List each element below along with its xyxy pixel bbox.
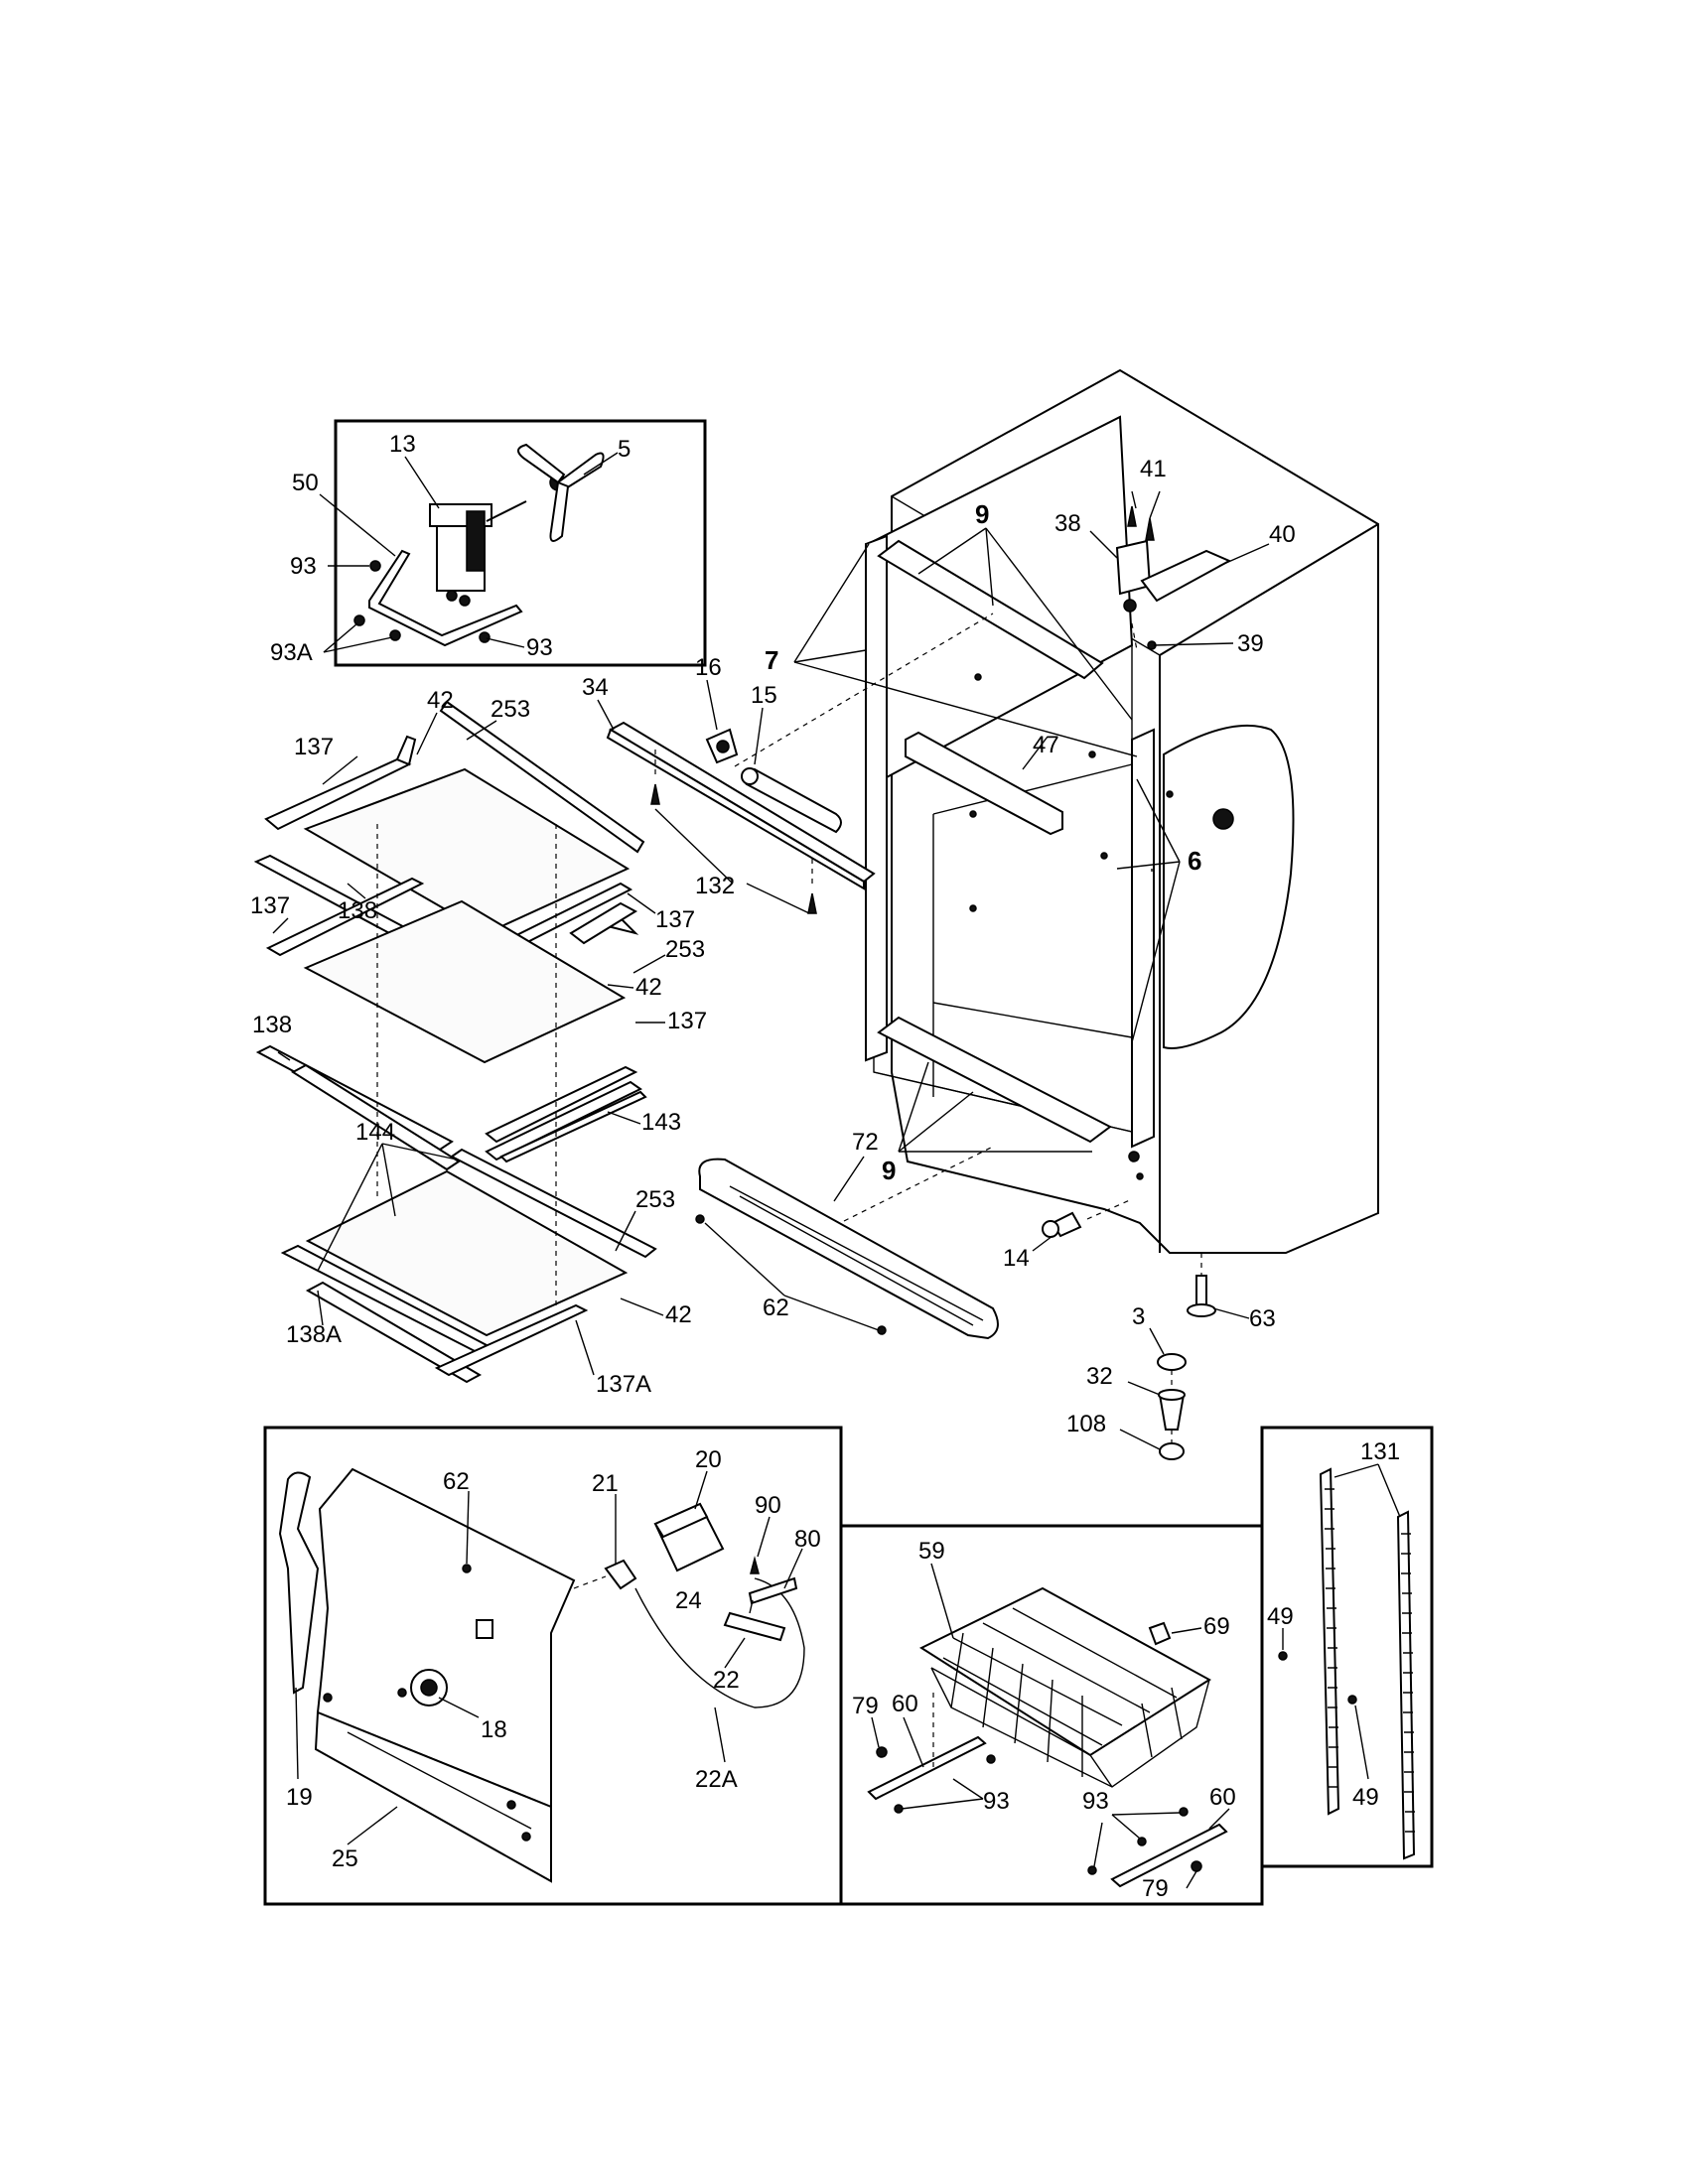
cabinet — [865, 368, 1379, 1254]
label-143: 143 — [641, 1109, 681, 1136]
label-20: 20 — [695, 1446, 722, 1473]
label-93-b: 93 — [526, 634, 553, 661]
label-3: 3 — [1132, 1303, 1145, 1330]
evaporator-cover-inset: 62 20 21 90 80 24 22 22A 18 19 25 — [263, 1426, 843, 1906]
label-34: 34 — [582, 674, 609, 701]
label-47: 47 — [1033, 732, 1059, 758]
label-79-b: 79 — [1142, 1875, 1169, 1902]
label-21: 21 — [592, 1470, 619, 1497]
label-132: 132 — [695, 873, 735, 899]
label-93-a: 93 — [290, 553, 317, 580]
label-24: 24 — [675, 1587, 702, 1614]
label-50: 50 — [292, 470, 319, 496]
label-7: 7 — [765, 645, 778, 675]
label-137A: 137A — [596, 1371, 651, 1398]
label-42-c: 42 — [665, 1301, 692, 1328]
label-9-top: 9 — [975, 499, 989, 529]
label-6: 6 — [1188, 846, 1201, 876]
shelf-standard-inset: 131 49 49 — [1260, 1426, 1434, 1868]
label-25: 25 — [332, 1845, 358, 1872]
label-9-bottom: 9 — [882, 1156, 896, 1185]
label-41: 41 — [1140, 456, 1167, 482]
label-253-c: 253 — [635, 1186, 675, 1213]
label-144: 144 — [355, 1119, 395, 1146]
fan-motor-inset: 13 5 50 93 93A 93 — [270, 419, 707, 667]
label-49-b: 49 — [1352, 1784, 1379, 1811]
label-138-a: 138 — [338, 897, 377, 924]
label-40: 40 — [1269, 521, 1296, 548]
label-79-a: 79 — [852, 1693, 879, 1719]
label-16: 16 — [695, 654, 722, 681]
label-62-b: 62 — [443, 1468, 470, 1495]
label-93-c: 93 — [983, 1788, 1010, 1815]
label-62-a: 62 — [763, 1295, 789, 1321]
label-137-c: 137 — [655, 906, 695, 933]
kickplate-and-legs: 72 62 14 63 3 32 108 — [695, 1129, 1276, 1460]
label-60-a: 60 — [892, 1691, 918, 1717]
label-32: 32 — [1086, 1363, 1113, 1390]
label-137-b: 137 — [250, 892, 290, 919]
label-5: 5 — [618, 436, 631, 463]
strip-callouts: 9 7 6 9 47 — [765, 499, 1201, 1185]
label-13: 13 — [389, 431, 416, 458]
label-137-d: 137 — [667, 1008, 707, 1034]
label-93A: 93A — [270, 639, 313, 666]
shelf-assembly: 137 42 253 137 138 137 253 42 137 138 14… — [250, 687, 707, 1398]
label-108: 108 — [1066, 1411, 1106, 1437]
label-22: 22 — [713, 1667, 740, 1694]
label-42-a: 42 — [427, 687, 454, 714]
label-138A: 138A — [286, 1321, 342, 1348]
label-18: 18 — [481, 1716, 507, 1743]
label-80: 80 — [794, 1526, 821, 1553]
label-138-b: 138 — [252, 1012, 292, 1038]
label-42-b: 42 — [635, 974, 662, 1001]
tube-assembly: 34 16 15 132 — [582, 613, 994, 914]
label-131: 131 — [1360, 1438, 1400, 1465]
top-hinge: 41 38 40 39 — [1054, 456, 1296, 657]
label-15: 15 — [751, 682, 777, 709]
label-14: 14 — [1003, 1245, 1030, 1272]
label-93-d: 93 — [1082, 1788, 1109, 1815]
label-137-a: 137 — [294, 734, 334, 760]
label-39: 39 — [1237, 630, 1264, 657]
label-38: 38 — [1054, 510, 1081, 537]
label-60-b: 60 — [1209, 1784, 1236, 1811]
label-49-a: 49 — [1267, 1603, 1294, 1630]
label-253-a: 253 — [491, 696, 530, 723]
label-59: 59 — [918, 1538, 945, 1565]
label-90: 90 — [755, 1492, 781, 1519]
label-22A: 22A — [695, 1766, 738, 1793]
label-253-b: 253 — [665, 936, 705, 963]
label-72: 72 — [852, 1129, 879, 1156]
label-69: 69 — [1203, 1613, 1230, 1640]
label-19: 19 — [286, 1784, 313, 1811]
label-63: 63 — [1249, 1305, 1276, 1332]
basket-inset: 59 69 79 60 93 60 93 79 — [839, 1524, 1264, 1906]
